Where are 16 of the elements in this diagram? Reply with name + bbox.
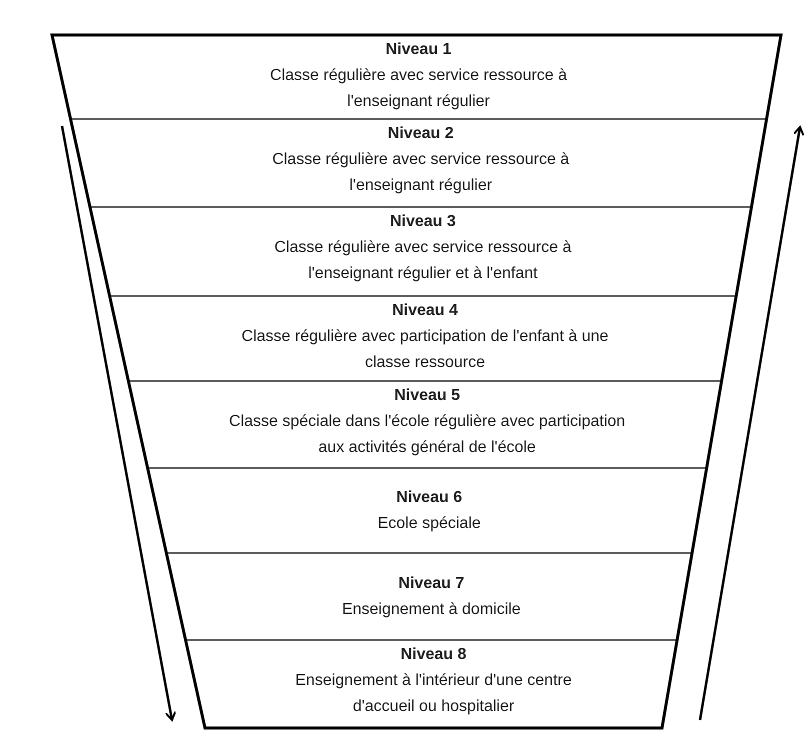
level-description: Classe régulière avec service ressource à l'enseignant régulier et à l'enfant bbox=[273, 238, 572, 284]
level-heading: Niveau 6 bbox=[396, 488, 462, 508]
level-heading: Niveau 1 bbox=[386, 40, 452, 60]
level-description: Classe régulière avec service ressource à l'enseignant régulier bbox=[269, 66, 568, 112]
level-description: Enseignement à domicile bbox=[342, 600, 521, 620]
level-description: Enseignement à l'intérieur d'une centre d'accueil ou hospitalier bbox=[294, 671, 573, 717]
level-description: Classe spéciale dans l'école régulière avec participation aux activités général de l'école bbox=[228, 412, 626, 458]
level-description: Ecole spéciale bbox=[378, 514, 481, 534]
level-heading: Niveau 3 bbox=[390, 212, 456, 232]
level-heading: Niveau 8 bbox=[400, 645, 466, 665]
level-heading: Niveau 4 bbox=[392, 301, 458, 321]
level-description: Classe régulière avec service ressource à l'enseignant régulier bbox=[271, 150, 570, 196]
level-heading: Niveau 5 bbox=[394, 386, 460, 406]
level-heading: Niveau 7 bbox=[398, 574, 464, 594]
level-heading: Niveau 2 bbox=[388, 124, 454, 144]
level-description: Classe régulière avec participation de l'enfant à une classe ressource bbox=[240, 327, 610, 373]
